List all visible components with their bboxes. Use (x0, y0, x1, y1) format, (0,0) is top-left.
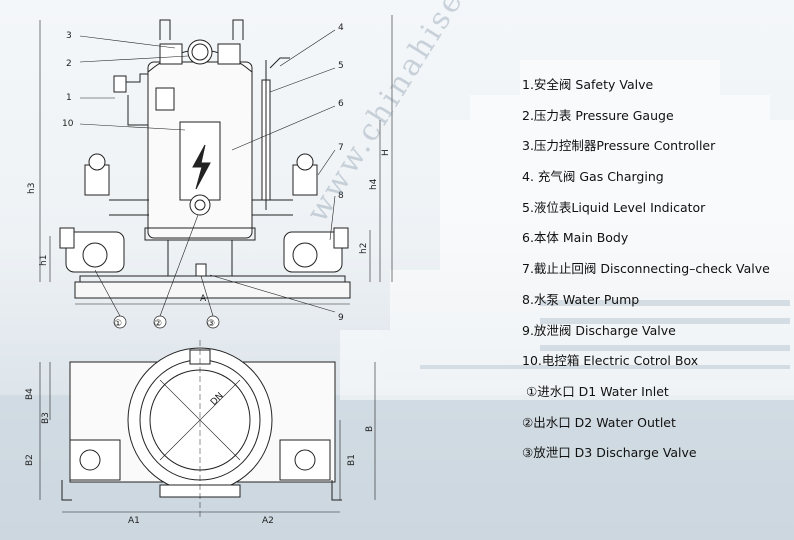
dim-A1: A1 (128, 516, 140, 526)
legend-item-pressure-gauge: 2.压力表 Pressure Gauge (522, 107, 674, 123)
dim-A: A (200, 294, 207, 304)
parts-legend: 1.安全阀 Safety Valve 2.压力表 Pressure Gauge … (522, 74, 790, 473)
dim-B1: B1 (347, 454, 357, 466)
legend-item-main-body: 6.本体 Main Body (522, 230, 629, 246)
legend-item-water-outlet: ②出水口 D2 Water Outlet (522, 414, 676, 430)
dim-h4: h4 (369, 178, 379, 190)
legend-item-check-valve: 7.截止止回阀 Disconnecting–check Valve (522, 261, 770, 277)
dim-A2: A2 (262, 516, 274, 526)
callout-4: 4 (338, 23, 344, 33)
dim-h1: h1 (39, 255, 49, 266)
legend-item-water-inlet: ①进水口 D1 Water Inlet (526, 383, 669, 399)
dim-B: B (365, 426, 375, 432)
legend-item-pressure-controller: 3.压力控制器Pressure Controller (522, 138, 716, 154)
dim-H: H (381, 149, 391, 156)
legend-item-gas-charging: 4. 充气阀 Gas Charging (522, 169, 664, 185)
legend-item-discharge-outlet: ③放泄口 D3 Discharge Valve (522, 445, 697, 461)
dim-B4: B4 (25, 388, 35, 400)
callout-circle-3: ③ (207, 319, 215, 329)
callout-7: 7 (338, 143, 344, 153)
callout-9: 9 (338, 313, 344, 323)
legend-item-discharge-valve: 9.放泄阀 Discharge Valve (522, 322, 676, 338)
dim-B3: B3 (41, 412, 51, 424)
callout-1: 1 (66, 93, 72, 103)
callout-circle-2: ② (154, 319, 162, 329)
dim-h3: h3 (27, 183, 37, 194)
callout-8: 8 (338, 191, 344, 201)
legend-item-safety-valve: 1.安全阀 Safety Valve (522, 77, 654, 92)
legend-item-liquid-level-indicator: 5.液位表Liquid Level Indicator (522, 199, 706, 215)
callout-6: 6 (338, 99, 344, 109)
callout-2: 2 (66, 59, 72, 69)
dim-h2: h2 (359, 243, 369, 254)
legend-item-water-pump: 8.水泵 Water Pump (522, 291, 640, 307)
callout-5: 5 (338, 61, 344, 71)
callout-3: 3 (66, 31, 72, 41)
callout-10: 10 (62, 119, 74, 129)
legend-item-control-box: 10.电控箱 Electric Cotrol Box (522, 353, 699, 369)
dim-B2: B2 (25, 454, 35, 466)
callout-circle-1: ① (114, 319, 122, 329)
